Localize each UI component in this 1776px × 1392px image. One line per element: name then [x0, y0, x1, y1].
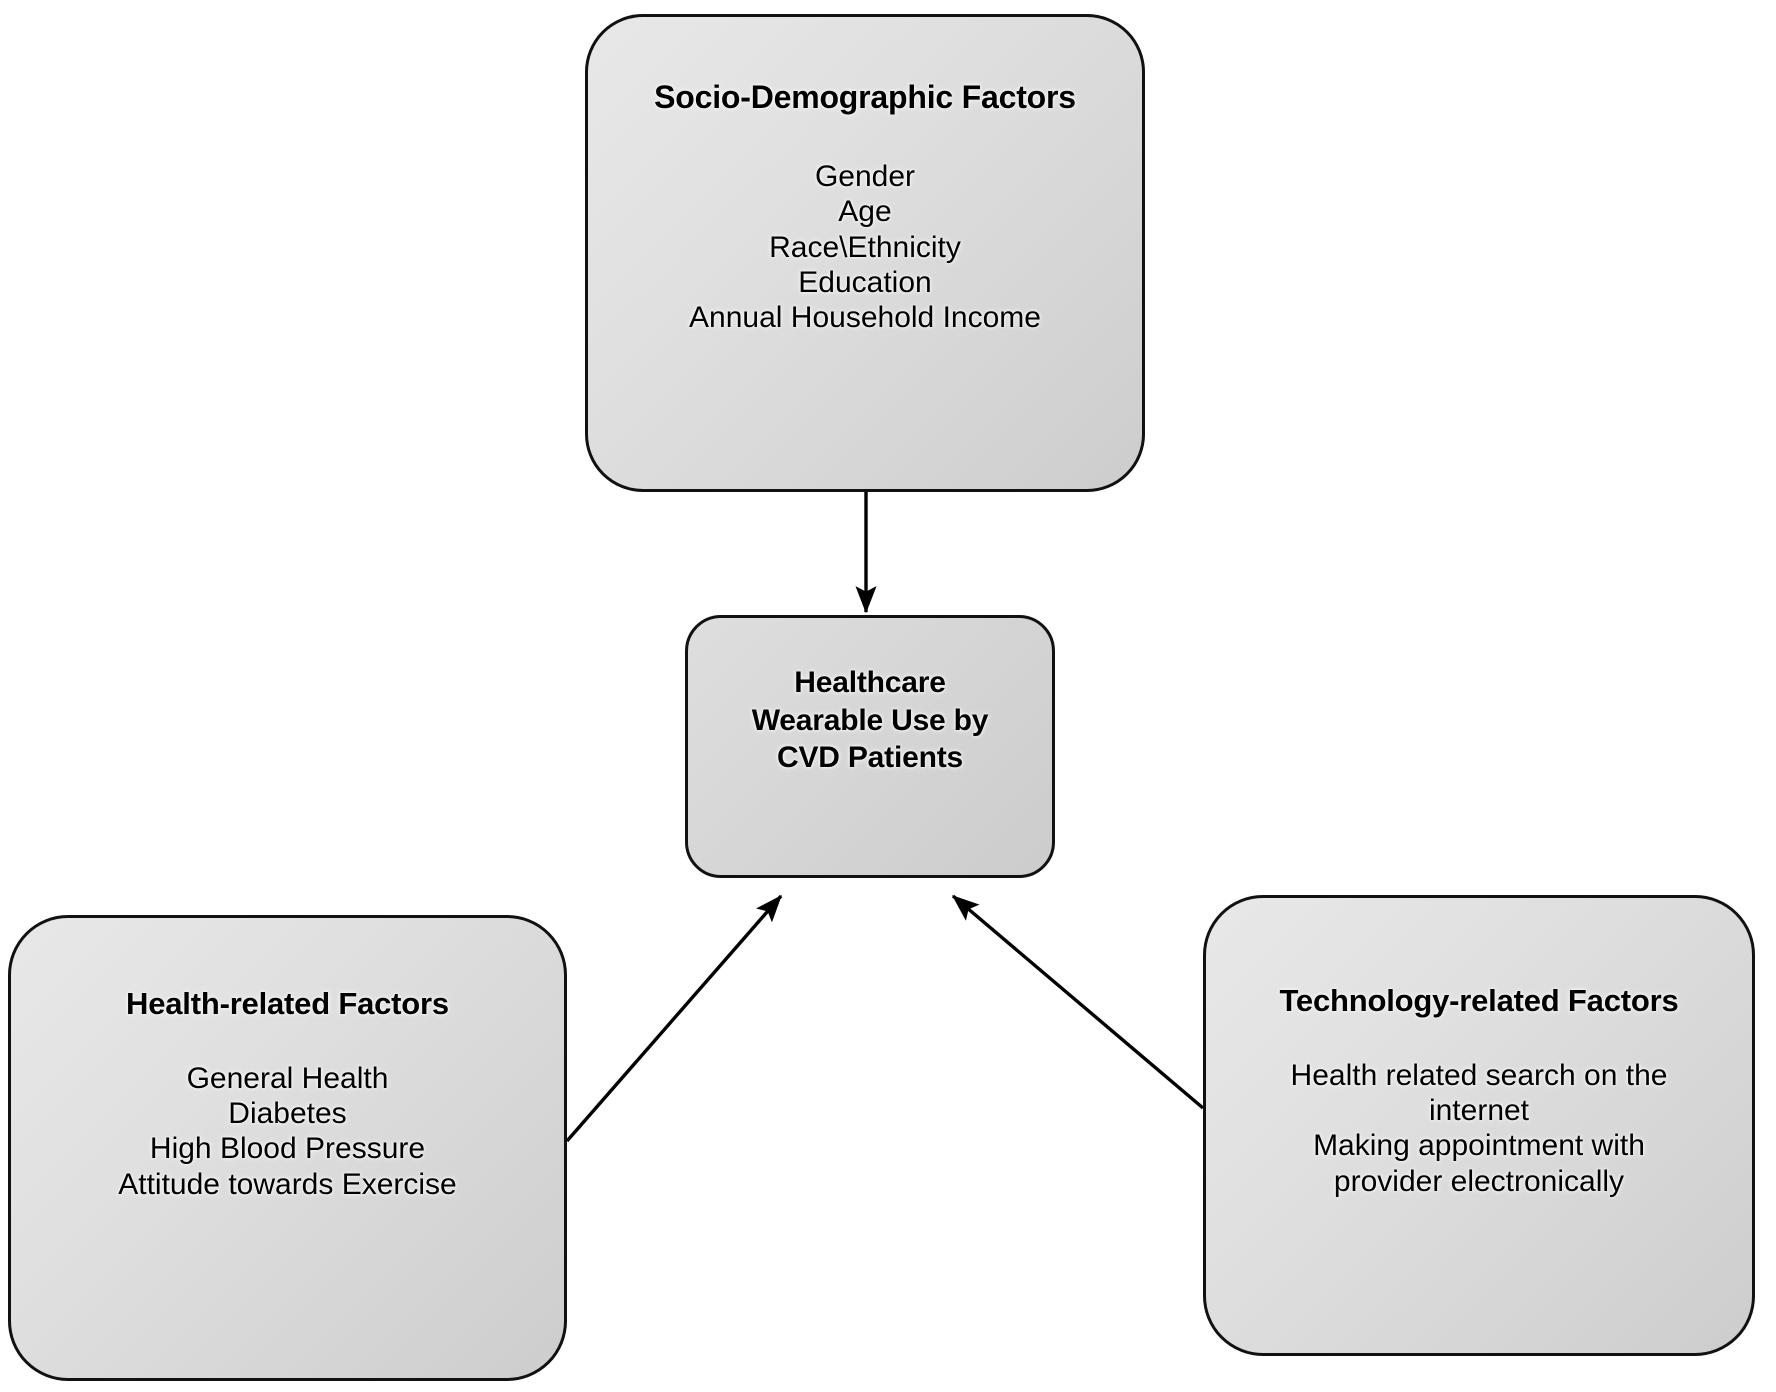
edge-tech-to-center: [951, 894, 1205, 1110]
node-health-related-factors-items: General Health Diabetes High Blood Press…: [118, 1061, 457, 1201]
node-health-related-factors-title: Health-related Factors: [126, 986, 449, 1021]
node-socio-demographic-factors-items: Gender Age Race\Ethnicity Education Annu…: [689, 159, 1041, 335]
node-healthcare-wearable-use-title: Healthcare Wearable Use by CVD Patients: [751, 666, 989, 774]
edge-health-to-center: [565, 894, 783, 1143]
node-socio-demographic-factors-title: Socio-Demographic Factors: [654, 79, 1076, 115]
node-health-related-factors: Health-related Factors General Health Di…: [8, 915, 567, 1381]
node-healthcare-wearable-use: Healthcare Wearable Use by CVD Patients: [685, 615, 1055, 878]
node-socio-demographic-factors: Socio-Demographic Factors Gender Age Rac…: [585, 14, 1145, 492]
node-technology-related-factors-title: Technology-related Factors: [1279, 983, 1679, 1018]
node-technology-related-factors-items: Health related search on the internet Ma…: [1290, 1058, 1668, 1198]
node-technology-related-factors: Technology-related Factors Health relate…: [1203, 895, 1755, 1356]
